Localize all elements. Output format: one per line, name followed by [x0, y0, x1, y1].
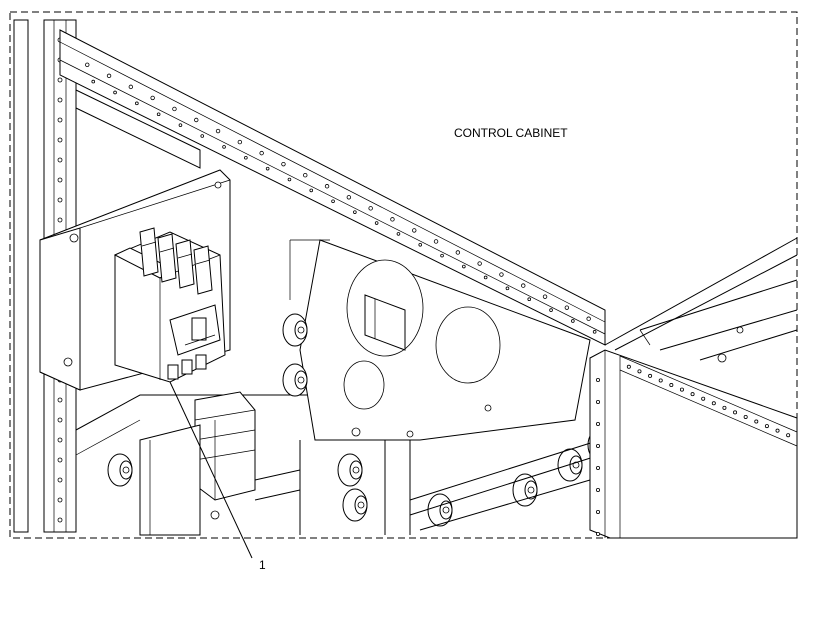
relay-block [139, 391, 256, 536]
back-shelves [75, 89, 330, 456]
right-cabinet-wall [589, 349, 798, 539]
control-cabinet-label: CONTROL CABINET [454, 126, 568, 140]
callout-1-leader [169, 381, 253, 559]
center-gusset-plate [299, 239, 591, 441]
circuit-breaker [113, 227, 226, 383]
lower-frame [210, 439, 601, 535]
callout-1-number: 1 [259, 558, 266, 572]
rear-right-panel [604, 237, 798, 363]
view-border [9, 11, 798, 539]
